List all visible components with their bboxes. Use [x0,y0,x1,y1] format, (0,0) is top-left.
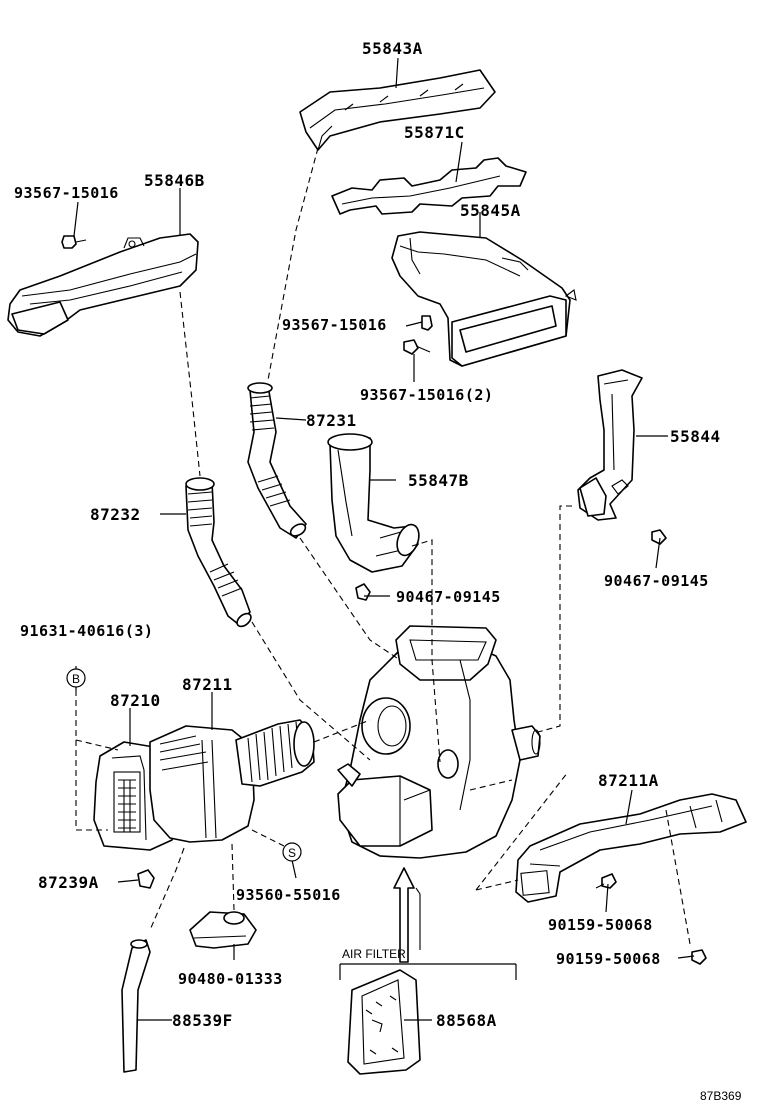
bolt-90159-a-drawing [595,873,617,889]
diagram-code: 87B369 [700,1089,742,1103]
label-90467-09145-b: 90467-09145 [604,572,709,590]
label-91631-40616: 91631-40616(3) [20,622,153,640]
part-87211a-drawing [515,793,747,903]
circle-marker-b: B [66,668,86,688]
bolt-93567-b-drawing [421,315,433,331]
part-55846b-drawing [7,233,199,337]
label-55871c: 55871C [404,123,465,142]
label-90480-01333: 90480-01333 [178,970,283,988]
label-93567-15016-a: 93567-15016 [14,184,119,202]
label-90467-09145-a: 90467-09145 [396,588,501,606]
label-87211: 87211 [182,675,233,694]
circle-marker-s: S [282,842,302,862]
part-88539f-drawing [121,939,151,1073]
circle-s-letter: S [288,846,296,860]
label-93560-55016: 93560-55016 [236,886,341,904]
bolt-90467-a-drawing [355,583,371,601]
label-55845a: 55845A [460,201,521,220]
part-55847b-drawing [327,433,420,573]
bolt-90159-b-drawing [691,949,707,965]
label-87211a: 87211A [598,771,659,790]
air-cleaner-housing-drawing [337,625,541,859]
label-55844: 55844 [670,427,721,446]
label-90159-50068-a: 90159-50068 [548,916,653,934]
leader-lines [73,57,695,1021]
label-93567-15016-c: 93567-15016(2) [360,386,493,404]
part-87239a-drawing [137,869,155,889]
label-88539f: 88539F [172,1011,233,1030]
part-labels: 55843A 55871C 55845A 93567-15016 55846B … [14,39,742,1103]
part-55843a-drawing [299,69,496,151]
label-air-filter: AIR FILTER [342,947,406,961]
part-55845a-drawing [391,231,577,367]
label-55843a: 55843A [362,39,423,58]
label-90159-50068-b: 90159-50068 [556,950,661,968]
label-55846b: 55846B [144,171,205,190]
part-88568a-drawing [347,969,421,1075]
label-55847b: 55847B [408,471,469,490]
label-88568a: 88568A [436,1011,497,1030]
part-87231-drawing [247,382,307,539]
bolt-90467-b-drawing [651,529,667,545]
label-87231: 87231 [306,411,357,430]
part-87211-drawing [149,719,315,843]
part-55844-drawing [577,369,643,521]
bolt-93567-a-drawing [61,235,87,249]
label-87210: 87210 [110,691,161,710]
label-87232: 87232 [90,505,141,524]
label-87239a: 87239A [38,873,99,892]
part-90480-drawing [189,911,257,949]
flow-arrows [393,867,421,963]
part-87232-drawing [185,477,252,628]
label-93567-15016-b: 93567-15016 [282,316,387,334]
bolt-93567-c-drawing [403,339,431,355]
dashed-connector-lines [75,147,691,945]
part-55871c-drawing [331,157,527,215]
circle-b-letter: B [72,672,80,686]
